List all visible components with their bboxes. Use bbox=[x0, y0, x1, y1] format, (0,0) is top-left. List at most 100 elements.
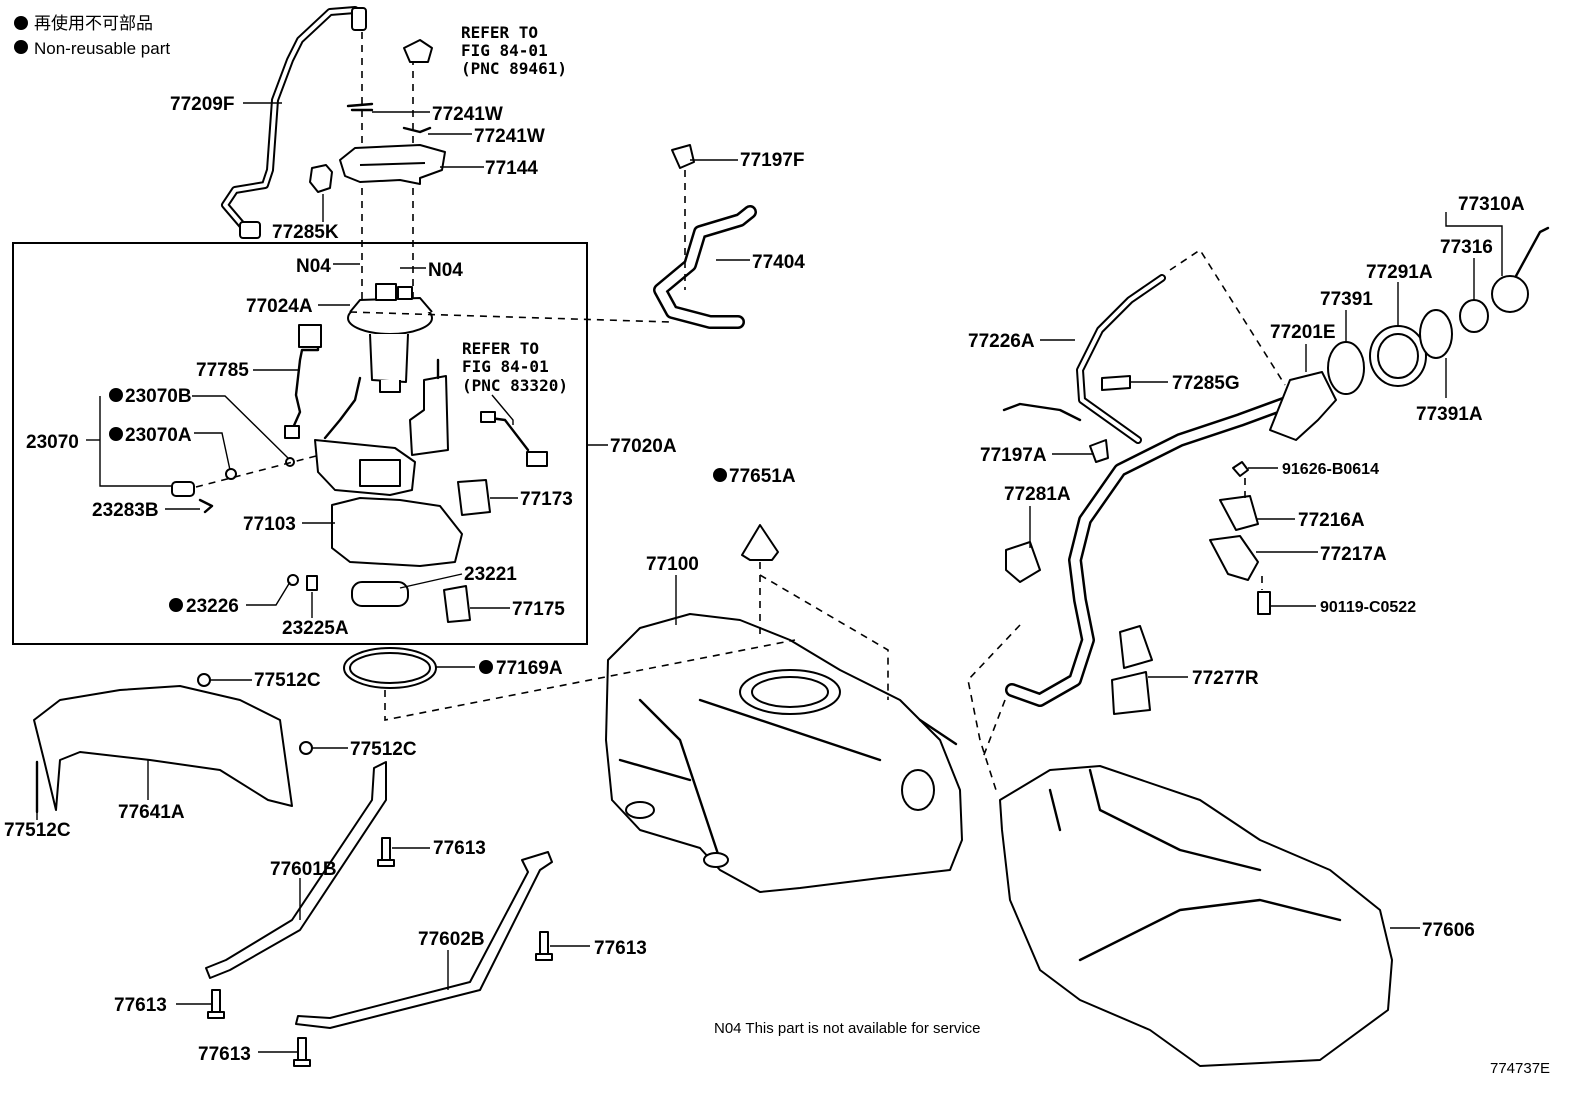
gasket-77169A-inner bbox=[349, 652, 431, 684]
ref-line: REFER TO bbox=[461, 23, 538, 42]
breather-tube-77226A bbox=[1076, 274, 1166, 444]
clamp-77281A bbox=[1005, 541, 1041, 583]
part-label: 23070B bbox=[125, 386, 192, 407]
pump-bracket-77103 bbox=[331, 497, 463, 567]
strap-77602B bbox=[295, 851, 553, 1029]
tube-77209F bbox=[221, 6, 367, 239]
part-label: 77391 bbox=[1320, 289, 1373, 310]
part-label: 77216A bbox=[1298, 510, 1365, 531]
part-label: 91626-B0614 bbox=[1282, 461, 1379, 478]
cap-tether bbox=[1514, 226, 1550, 278]
part-label: 77226A bbox=[968, 331, 1035, 352]
bolt-91626 bbox=[1232, 461, 1249, 477]
part-label: 77316 bbox=[1440, 237, 1493, 258]
grommet-77512C bbox=[299, 741, 313, 755]
hose-end bbox=[1002, 402, 1082, 422]
wire-connector bbox=[284, 425, 300, 439]
sensor-connector bbox=[526, 451, 548, 467]
bracket-77217A bbox=[1209, 535, 1259, 581]
part-label: 23283B bbox=[92, 500, 159, 521]
pump-clip-77175 bbox=[443, 585, 471, 623]
part-label: 77512C bbox=[4, 820, 71, 841]
strap-77601B bbox=[205, 761, 387, 979]
fuel-tank-protector-77606 bbox=[999, 765, 1393, 1067]
bolt-77613 bbox=[207, 989, 225, 1019]
ref-line: (PNC 83320) bbox=[462, 376, 568, 395]
part-label: 77651A bbox=[729, 466, 796, 487]
guide-line bbox=[1169, 248, 1286, 386]
part-label: 77606 bbox=[1422, 920, 1475, 941]
part-label: 77024A bbox=[246, 296, 313, 317]
part-label: 77197A bbox=[980, 445, 1047, 466]
cushion-23225A bbox=[306, 575, 318, 591]
reference-note-83320: REFER TO FIG 84-01 (PNC 83320) bbox=[462, 339, 568, 395]
hose-77404 bbox=[653, 205, 757, 329]
part-label: 77169A bbox=[496, 658, 563, 679]
part-label: 23226 bbox=[186, 596, 239, 617]
guide-line bbox=[195, 454, 321, 488]
clamp-77285G bbox=[1101, 375, 1131, 391]
guide-line bbox=[384, 639, 796, 721]
non-reusable-dot-icon bbox=[109, 427, 123, 441]
legend-line-jp: 再使用不可部品 bbox=[34, 13, 153, 33]
legend-dot-icon bbox=[14, 40, 28, 54]
figure-id: 774737E bbox=[1490, 1060, 1550, 1077]
clamp-77197F bbox=[671, 144, 695, 169]
non-reusable-dot-icon bbox=[109, 388, 123, 402]
clamp-77197A bbox=[1089, 439, 1109, 463]
part-label: 77613 bbox=[114, 995, 167, 1016]
filter-23070 bbox=[171, 481, 195, 497]
part-label: 77197F bbox=[740, 150, 804, 171]
part-label: 23225A bbox=[282, 618, 349, 639]
part-label: 77241W bbox=[432, 104, 503, 125]
guide-line bbox=[981, 699, 1006, 761]
part-label: 77285K bbox=[272, 222, 339, 243]
pump-body bbox=[314, 376, 416, 496]
part-label: 23070A bbox=[125, 425, 192, 446]
legend: 再使用不可部品 Non-reusable part bbox=[14, 13, 170, 58]
part-label: 77277R bbox=[1192, 668, 1259, 689]
part-label: 23221 bbox=[464, 564, 517, 585]
part-label: 77602B bbox=[418, 929, 485, 950]
part-label: 77404 bbox=[752, 252, 805, 273]
part-label: 77103 bbox=[243, 514, 296, 535]
gasket-77391 bbox=[1327, 341, 1365, 395]
non-reusable-dot-icon bbox=[169, 598, 183, 612]
part-label: 77601B bbox=[270, 859, 337, 880]
ref-line: FIG 84-01 bbox=[462, 357, 549, 376]
footnote: N04 This part is not available for servi… bbox=[714, 1020, 981, 1037]
o-ring-23070A bbox=[225, 468, 237, 480]
part-label: 77175 bbox=[512, 599, 565, 620]
part-label: 77613 bbox=[594, 938, 647, 959]
guide-line bbox=[759, 574, 889, 700]
ref-line: FIG 84-01 bbox=[461, 41, 548, 60]
part-label: 77512C bbox=[350, 739, 417, 760]
leader-lines bbox=[36, 102, 1503, 1053]
retainer-ring-77144 bbox=[339, 144, 446, 185]
filler-pipe-77201E bbox=[1005, 371, 1337, 707]
protector-ribs bbox=[1048, 768, 1342, 962]
part-label: 77281A bbox=[1004, 484, 1071, 505]
clip-23283B bbox=[198, 498, 214, 514]
ref-line: (PNC 89461) bbox=[461, 59, 567, 78]
cap-77310A bbox=[1491, 275, 1529, 313]
wire-connector bbox=[298, 324, 322, 348]
pump-module-77024A bbox=[347, 283, 433, 393]
part-label: 77217A bbox=[1320, 544, 1387, 565]
non-reusable-dot-icon bbox=[713, 468, 727, 482]
protector-77277R-upper bbox=[1119, 625, 1153, 669]
bolt-77613 bbox=[377, 837, 395, 867]
connector-cap bbox=[403, 39, 433, 63]
part-label: 77144 bbox=[485, 158, 538, 179]
part-label: 77285G bbox=[1172, 373, 1240, 394]
housing-77291A-inner bbox=[1377, 333, 1419, 379]
clip-77241W-b bbox=[402, 126, 432, 134]
bolt-90119 bbox=[1257, 591, 1271, 615]
part-label: 90119-C0522 bbox=[1320, 599, 1416, 616]
non-reusable-dot-icon bbox=[479, 660, 493, 674]
part-label: 77512C bbox=[254, 670, 321, 691]
heat-protector-77641A bbox=[33, 685, 293, 811]
part-label: 77201E bbox=[1270, 322, 1336, 343]
pump-module-frame bbox=[12, 242, 588, 645]
